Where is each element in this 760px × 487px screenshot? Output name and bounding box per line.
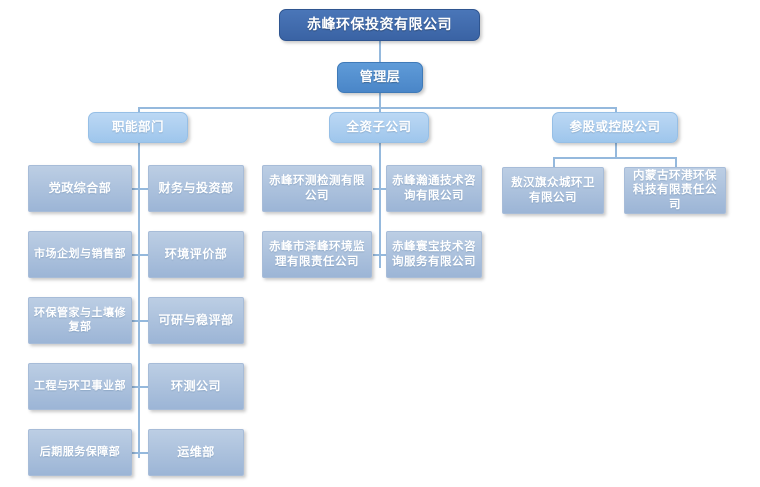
leaf-inner-mongolia-huangang-env-tech-co[interactable]: 内蒙古环港环保科技有限责任公司 xyxy=(624,167,726,214)
connector-subsidiary-row-2-right xyxy=(379,254,390,256)
connector-functional-row-3-right xyxy=(138,320,149,322)
leaf-feasibility-stability-assessment-department[interactable]: 可研与稳评部 xyxy=(148,297,244,344)
connector-subsidiary-row-1-right xyxy=(379,188,390,190)
connector-functional-row-5-right xyxy=(138,452,149,454)
node-root-company[interactable]: 赤峰环保投资有限公司 xyxy=(279,9,480,41)
connector-functional-row-4-right xyxy=(138,386,149,388)
node-management-layer[interactable]: 管理层 xyxy=(337,62,423,93)
connector-management-to-bus xyxy=(379,93,381,107)
connector-functional-row-1-right xyxy=(138,188,149,190)
connector-functional-row-4-left xyxy=(132,386,139,388)
node-branch-wholly-owned-subsidiaries[interactable]: 全资子公司 xyxy=(329,112,429,143)
connector-functional-row-2-right xyxy=(138,254,149,256)
node-branch-functional-departments[interactable]: 职能部门 xyxy=(88,112,188,143)
leaf-env-steward-soil-remediation-department[interactable]: 环保管家与土壤修复部 xyxy=(28,297,132,344)
connector-bus-to-subsidiaries xyxy=(379,107,381,114)
leaf-engineering-sanitation-division[interactable]: 工程与环卫事业部 xyxy=(28,363,132,410)
leaf-party-admin-department[interactable]: 党政综合部 xyxy=(28,165,132,212)
connector-root-to-management xyxy=(379,41,381,62)
leaf-environmental-monitoring-company[interactable]: 环测公司 xyxy=(148,363,244,410)
leaf-aohanqi-zhongcheng-sanitation-co[interactable]: 敖汉旗众城环卫有限公司 xyxy=(502,167,604,214)
leaf-aftercare-service-department[interactable]: 后期服务保障部 xyxy=(28,429,132,476)
connector-affiliates-bar xyxy=(553,157,677,159)
leaf-chifeng-huance-testing-co[interactable]: 赤峰环测检测有限公司 xyxy=(262,165,372,212)
connector-affiliates-stem xyxy=(615,143,617,157)
spine-subsidiaries xyxy=(379,143,381,268)
connector-functional-row-1-left xyxy=(132,188,139,190)
leaf-operations-maintenance-department[interactable]: 运维部 xyxy=(148,429,244,476)
leaf-marketing-sales-department[interactable]: 市场企划与销售部 xyxy=(28,231,132,278)
connector-subsidiary-row-1-left xyxy=(373,188,380,190)
connector-functional-row-3-left xyxy=(132,320,139,322)
connector-functional-row-5-left xyxy=(132,452,139,454)
spine-functional-departments xyxy=(138,143,140,458)
leaf-chifeng-zefeng-env-supervision-co[interactable]: 赤峰市泽峰环境监理有限责任公司 xyxy=(262,231,372,278)
connector-functional-row-2-left xyxy=(132,254,139,256)
connector-bus-to-affiliates xyxy=(615,107,617,114)
connector-affiliate-leg-right xyxy=(675,157,677,167)
leaf-chifeng-huanbao-tech-consulting-co[interactable]: 赤峰寰宝技术咨询服务有限公司 xyxy=(386,231,482,278)
leaf-environmental-assessment-department[interactable]: 环境评价部 xyxy=(148,231,244,278)
connector-branch-bus xyxy=(138,107,616,109)
node-branch-affiliated-holding-companies[interactable]: 参股或控股公司 xyxy=(552,112,678,143)
leaf-finance-investment-department[interactable]: 财务与投资部 xyxy=(148,165,244,212)
connector-affiliate-leg-left xyxy=(553,157,555,167)
connector-subsidiary-row-2-left xyxy=(373,254,380,256)
leaf-chifeng-hantong-tech-consulting-co[interactable]: 赤峰瀚通技术咨询有限公司 xyxy=(386,165,482,212)
